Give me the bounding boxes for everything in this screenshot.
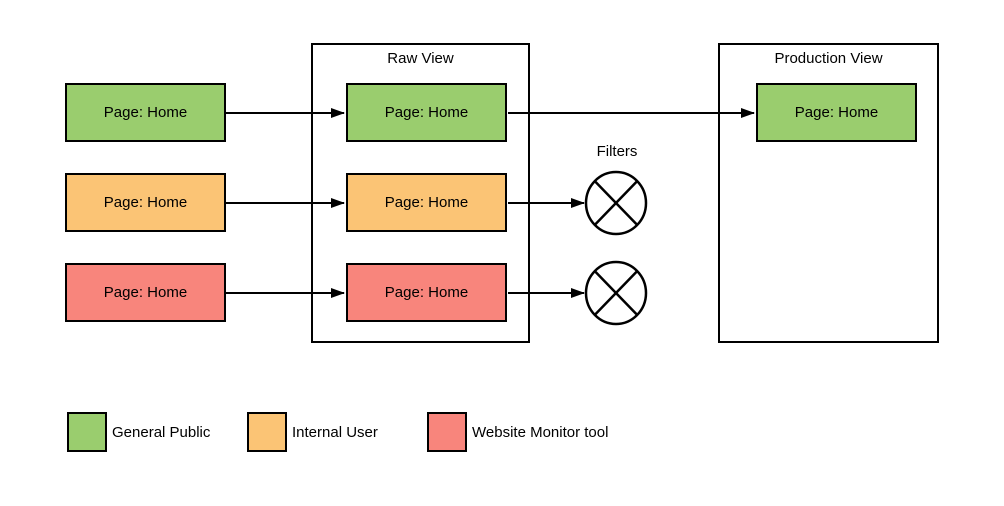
filter-icon [584, 260, 648, 326]
node-raw-general-public: Page: Home [346, 83, 507, 142]
filter-icon [584, 170, 648, 236]
node-source-internal-user: Page: Home [65, 173, 226, 232]
production-view-container: Production View [718, 43, 939, 343]
legend-item-general-public: General Public [67, 412, 210, 452]
legend-swatch-general-public [67, 412, 107, 452]
production-view-title: Production View [774, 50, 883, 67]
legend-label-internal-user: Internal User [292, 423, 378, 441]
legend-label-website-monitor: Website Monitor tool [472, 423, 609, 441]
node-raw-internal-user: Page: Home [346, 173, 507, 232]
legend-label-general-public: General Public [112, 423, 211, 441]
legend-item-internal-user: Internal User [247, 412, 378, 452]
node-source-website-monitor: Page: Home [65, 263, 226, 322]
node-raw-website-monitor: Page: Home [346, 263, 507, 322]
raw-view-container: Raw View [311, 43, 530, 343]
legend-item-website-monitor: Website Monitor tool [427, 412, 608, 452]
filters-label: Filters [596, 143, 638, 160]
legend-swatch-internal-user [247, 412, 287, 452]
node-production-general-public: Page: Home [756, 83, 917, 142]
node-source-general-public: Page: Home [65, 83, 226, 142]
legend-swatch-website-monitor [427, 412, 467, 452]
raw-view-title: Raw View [387, 50, 454, 67]
